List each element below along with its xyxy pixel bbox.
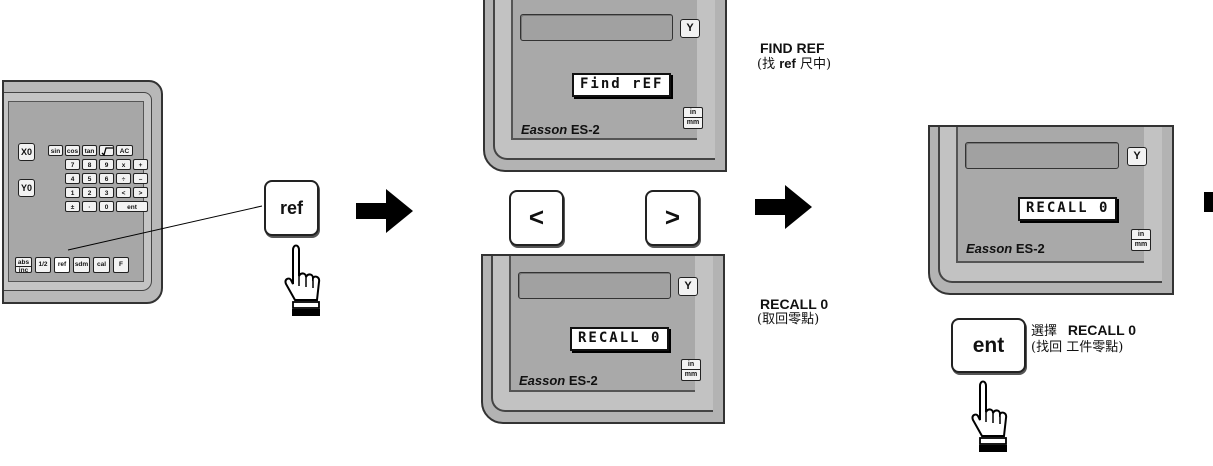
find-ref-caption: FIND REF (找 ref 尺中) xyxy=(757,40,831,73)
y-axis-key[interactable]: Y xyxy=(1127,147,1147,166)
lcd-display xyxy=(518,272,671,299)
model-name: ES-2 xyxy=(1015,241,1045,256)
key-6[interactable]: 6 xyxy=(99,173,114,184)
select-bold: RECALL 0 xyxy=(1067,322,1137,338)
y0-key[interactable]: Y0 xyxy=(18,179,35,197)
brand-name: Easson xyxy=(519,373,566,388)
divide-key[interactable]: ÷ xyxy=(116,173,131,184)
ac-key[interactable]: AC xyxy=(116,145,133,156)
select-subtitle: (找回 工件零點) xyxy=(1031,340,1124,355)
keypad-panel: X0 Y0 sin cos tan AC 7 8 9 x + 4 5 6 ÷ –… xyxy=(2,80,163,304)
unit-in: in xyxy=(682,360,700,370)
hand-pointer-icon xyxy=(971,380,1008,452)
unit-mm: mm xyxy=(686,119,700,126)
ref-small-key[interactable]: ref xyxy=(54,257,70,273)
recall-subtitle: (取回零點) xyxy=(757,312,820,327)
y-axis-key[interactable]: Y xyxy=(678,277,698,296)
sdm-key[interactable]: sdm xyxy=(73,257,90,273)
unit-mm: mm xyxy=(684,371,698,378)
sqrt-icon xyxy=(101,147,113,156)
sin-key[interactable]: sin xyxy=(48,145,63,156)
key-8[interactable]: 8 xyxy=(82,159,97,170)
ent-small-key[interactable]: ent xyxy=(116,201,148,212)
recall-caption: RECALL 0 (取回零點) xyxy=(757,296,828,328)
key-4[interactable]: 4 xyxy=(65,173,80,184)
f-key[interactable]: F xyxy=(113,257,129,273)
select-title: 選擇 RECALL 0 xyxy=(1031,322,1136,340)
find-ref-subtitle: (找 ref 尺中) xyxy=(757,56,831,73)
half-key[interactable]: 1/2 xyxy=(35,257,51,273)
brand-name: Easson xyxy=(521,122,568,137)
find-ref-post: 尺中) xyxy=(799,57,832,72)
model-name: ES-2 xyxy=(568,373,598,388)
unit-in: in xyxy=(684,108,702,118)
message-display: Find rEF xyxy=(572,73,672,97)
recall-title: RECALL 0 xyxy=(760,296,829,312)
key-3[interactable]: 3 xyxy=(99,187,114,198)
cos-key[interactable]: cos xyxy=(65,145,80,156)
find-ref-pre: (找 xyxy=(757,57,776,72)
y-axis-key[interactable]: Y xyxy=(680,19,700,38)
brand-label: Easson ES-2 xyxy=(966,241,1045,256)
message-display: RECALL 0 xyxy=(1018,197,1118,221)
less-key[interactable]: < xyxy=(116,187,131,198)
brand-name: Easson xyxy=(966,241,1013,256)
arrow-partial-icon xyxy=(1204,192,1213,212)
hand-pointer-icon xyxy=(284,244,321,316)
key-0[interactable]: 0 xyxy=(99,201,114,212)
ref-button[interactable]: ref xyxy=(264,180,319,236)
lcd-display xyxy=(520,14,673,41)
x0-key[interactable]: X0 xyxy=(18,143,35,161)
abs-inc-key[interactable]: abs inc xyxy=(15,257,32,274)
lcd-display xyxy=(965,142,1119,169)
key-9[interactable]: 9 xyxy=(99,159,114,170)
abs-label: abs xyxy=(16,259,31,267)
minus-key[interactable]: – xyxy=(133,173,148,184)
sqrt-key[interactable] xyxy=(99,145,114,156)
left-button[interactable]: < xyxy=(509,190,564,246)
keypad-rim: X0 Y0 sin cos tan AC 7 8 9 x + 4 5 6 ÷ –… xyxy=(4,92,152,291)
arrow-right-icon xyxy=(755,185,812,229)
ent-button[interactable]: ent xyxy=(951,318,1026,373)
inc-label: inc xyxy=(18,267,29,274)
find-ref-bold: ref xyxy=(779,56,796,71)
model-name: ES-2 xyxy=(570,122,600,137)
arrow-right-icon xyxy=(356,189,413,233)
unit-mm: mm xyxy=(1134,241,1148,248)
unit-in: in xyxy=(1132,230,1150,240)
plus-key[interactable]: + xyxy=(133,159,148,170)
brand-label: Easson ES-2 xyxy=(519,373,598,388)
message-display: RECALL 0 xyxy=(570,327,670,351)
select-pre: 選擇 xyxy=(1031,324,1058,339)
cal-key[interactable]: cal xyxy=(93,257,110,273)
key-1[interactable]: 1 xyxy=(65,187,80,198)
select-caption: 選擇 RECALL 0 (找回 工件零點) xyxy=(1031,322,1136,356)
greater-key[interactable]: > xyxy=(133,187,148,198)
key-5[interactable]: 5 xyxy=(82,173,97,184)
key-7[interactable]: 7 xyxy=(65,159,80,170)
find-ref-title: FIND REF xyxy=(760,40,825,56)
decimal-key[interactable]: · xyxy=(82,201,97,212)
tan-key[interactable]: tan xyxy=(82,145,97,156)
keypad-face: X0 Y0 sin cos tan AC 7 8 9 x + 4 5 6 ÷ –… xyxy=(8,101,148,282)
brand-label: Easson ES-2 xyxy=(521,122,600,137)
key-2[interactable]: 2 xyxy=(82,187,97,198)
multiply-key[interactable]: x xyxy=(116,159,131,170)
plusminus-key[interactable]: ± xyxy=(65,201,80,212)
right-button[interactable]: > xyxy=(645,190,700,246)
